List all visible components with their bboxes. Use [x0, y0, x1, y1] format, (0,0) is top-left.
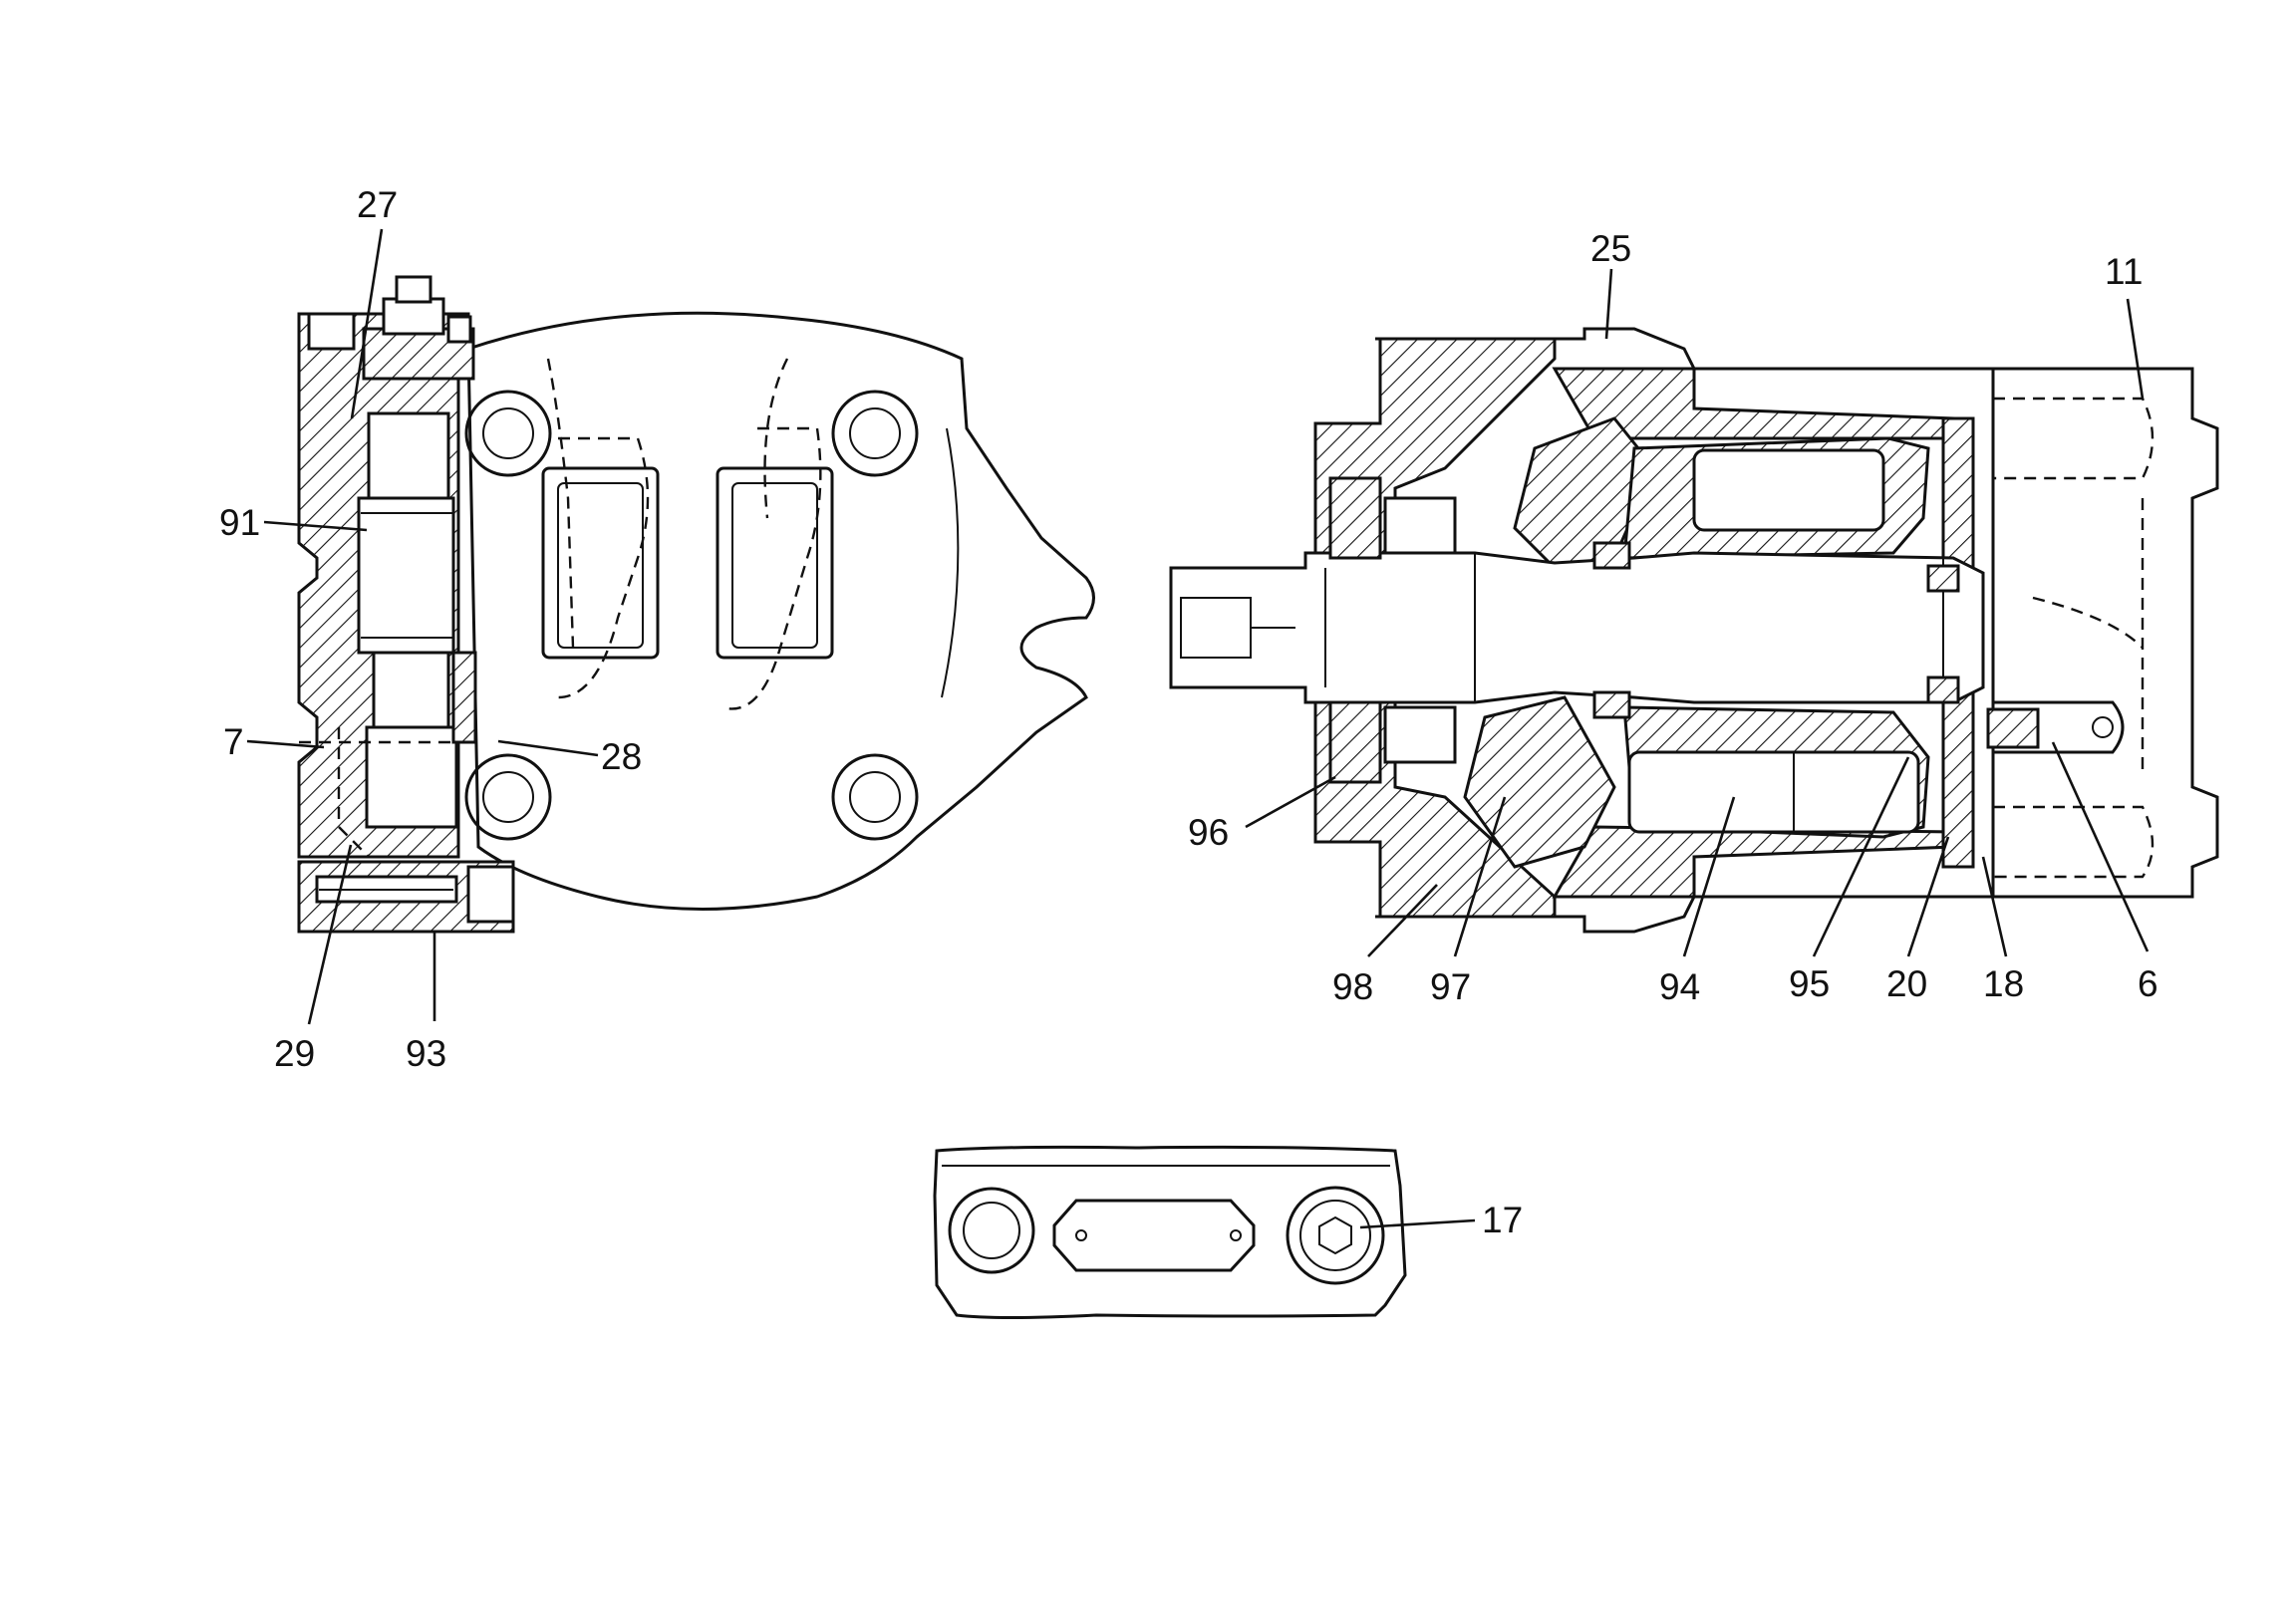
callout-29: 29 — [274, 1033, 315, 1074]
callout-17: 17 — [1482, 1200, 1523, 1240]
leader-18 — [1981, 856, 2008, 957]
leader-28 — [497, 739, 599, 757]
callout-96: 96 — [1188, 812, 1229, 853]
callout-93: 93 — [406, 1033, 446, 1074]
leader-97 — [1453, 796, 1507, 957]
callout-97: 97 — [1430, 966, 1471, 1007]
bearings — [1328, 476, 1960, 784]
leader-96 — [1245, 775, 1336, 829]
leader-lines — [246, 228, 2150, 1229]
end-view-bolts — [464, 390, 919, 841]
leader-17 — [1359, 1218, 1476, 1229]
leader-20 — [1906, 836, 1950, 957]
leader-98 — [1367, 884, 1438, 957]
callout-11: 11 — [2105, 251, 2143, 292]
callout-94: 94 — [1659, 966, 1700, 1007]
callout-28: 28 — [601, 736, 642, 777]
leader-94 — [1682, 796, 1736, 957]
callout-20: 20 — [1886, 963, 1927, 1004]
callout-25: 25 — [1590, 228, 1631, 269]
leader-25 — [1604, 268, 1613, 340]
callout-18: 18 — [1983, 963, 2024, 1004]
callout-7: 7 — [223, 721, 244, 762]
leader-7 — [246, 739, 325, 749]
drive-shaft — [1169, 551, 1985, 704]
callout-98: 98 — [1332, 966, 1373, 1007]
callout-numbers: 27 91 7 28 29 93 25 11 96 98 97 94 95 20… — [219, 184, 2158, 1240]
leader-6 — [2051, 741, 2150, 952]
bottom-view-plate — [933, 1145, 1407, 1319]
leader-95 — [1812, 756, 1910, 957]
callout-6: 6 — [2138, 963, 2158, 1004]
callout-27: 27 — [357, 184, 398, 225]
leader-29 — [307, 844, 353, 1025]
leader-27 — [350, 228, 384, 419]
section-view-housing — [1313, 327, 2219, 934]
callout-95: 95 — [1789, 963, 1830, 1004]
leader-91 — [263, 520, 368, 532]
callout-91: 91 — [219, 502, 260, 543]
leader-11 — [2126, 298, 2145, 400]
end-view-housing — [297, 275, 1095, 934]
